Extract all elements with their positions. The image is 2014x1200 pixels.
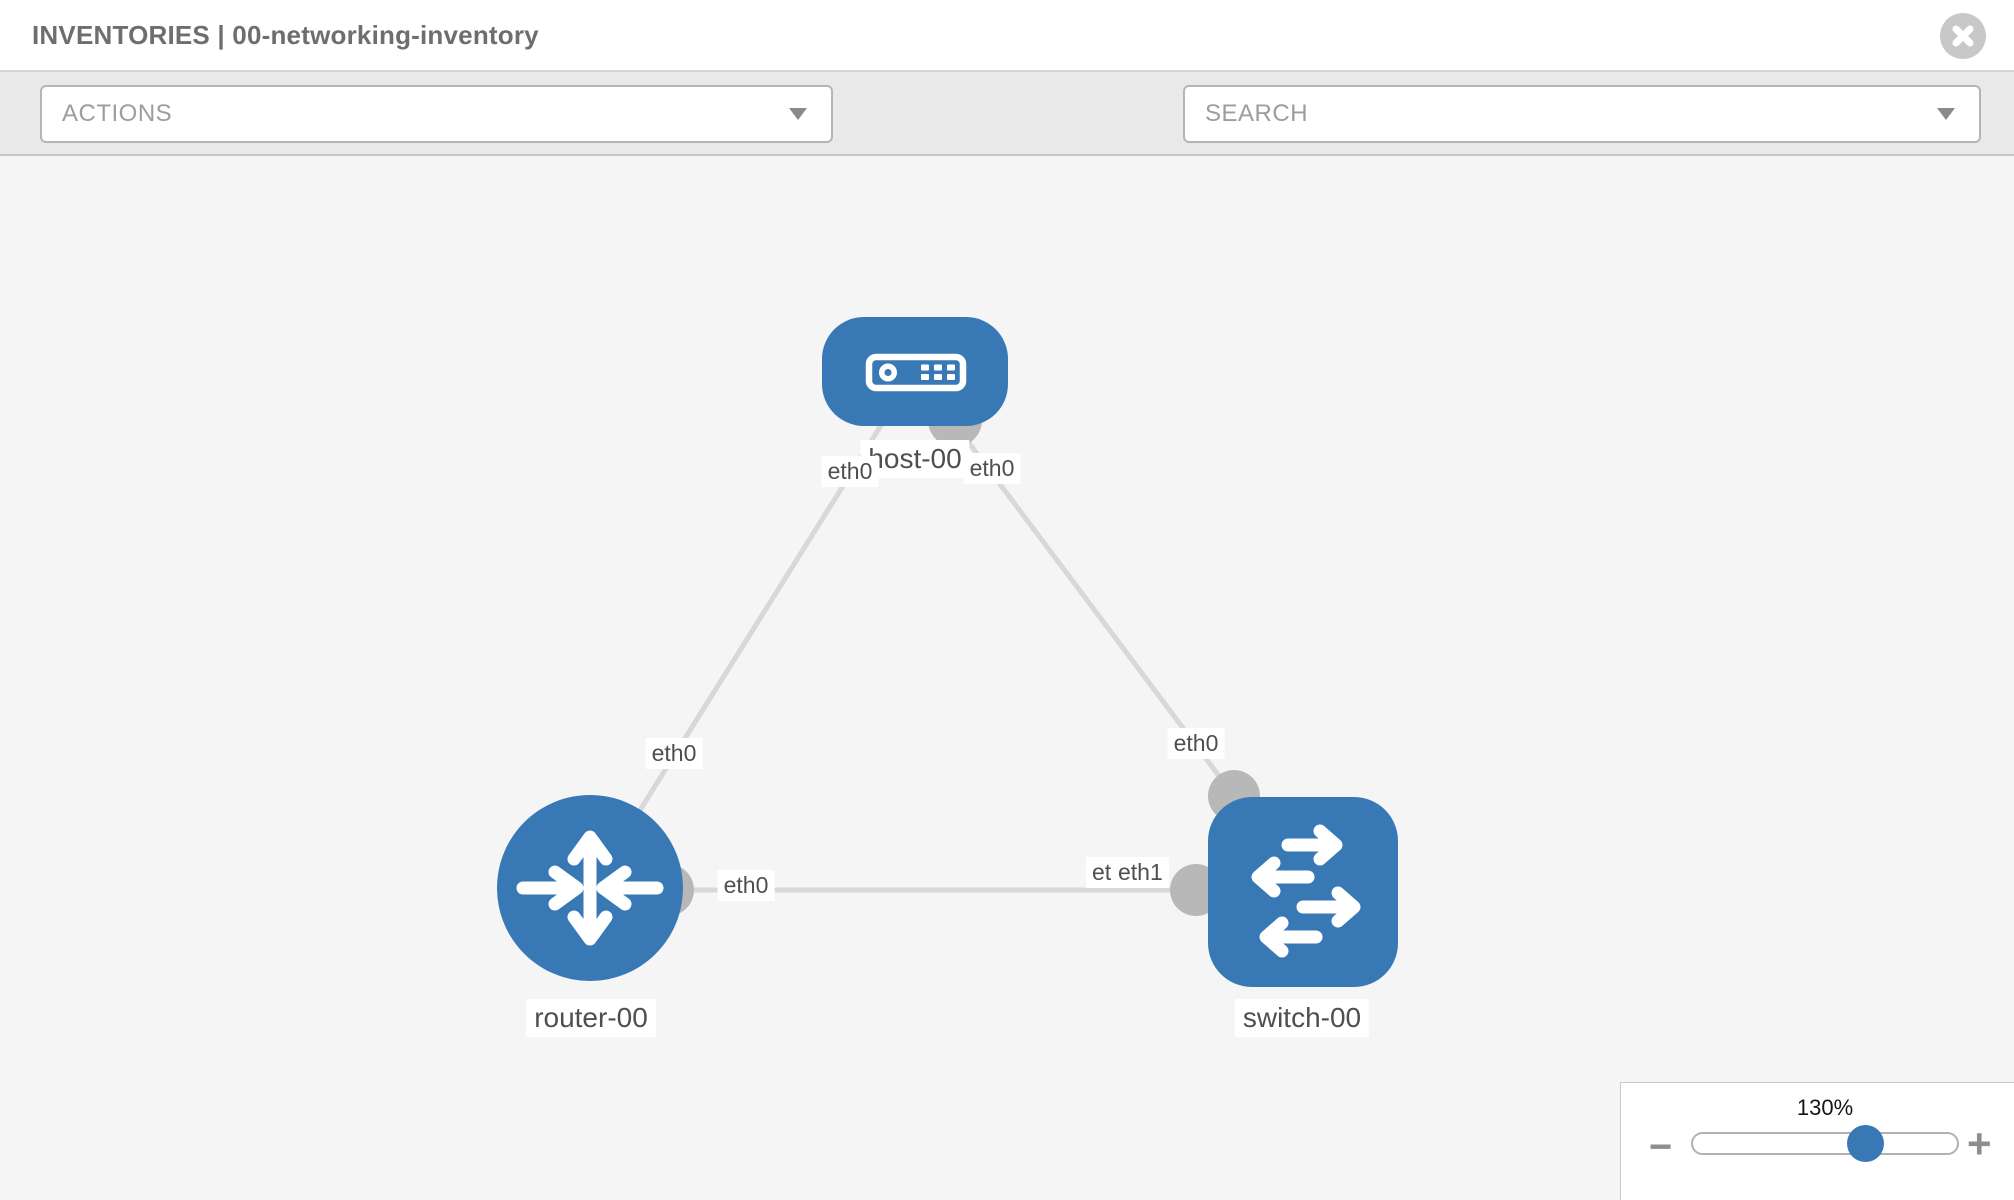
zoom-control-panel: 130% − +	[1620, 1082, 2014, 1200]
zoom-in-button[interactable]: +	[1967, 1120, 1992, 1167]
actions-dropdown-label: ACTIONS	[62, 100, 173, 127]
interface-label: eth0	[963, 453, 1021, 484]
chevron-down-icon	[1937, 108, 1955, 120]
switch-arrows-icon	[1208, 797, 1398, 987]
close-icon	[1951, 24, 1975, 48]
node-label-host: host-00	[860, 440, 970, 478]
interface-label: eth0	[1167, 728, 1225, 759]
actions-dropdown[interactable]: ACTIONS	[40, 85, 833, 143]
close-button[interactable]	[1940, 13, 1986, 59]
node-label-switch: switch-00	[1234, 999, 1370, 1037]
chevron-down-icon	[789, 108, 807, 120]
interface-label: eth0	[821, 456, 879, 487]
zoom-out-button[interactable]: −	[1649, 1125, 1673, 1169]
node-router-00[interactable]	[497, 795, 683, 981]
server-icon	[822, 317, 1008, 426]
search-dropdown[interactable]: SEARCH	[1183, 85, 1981, 143]
toolbar: ACTIONS SEARCH	[0, 72, 2014, 208]
node-host-00[interactable]	[822, 317, 1008, 426]
zoom-level-value: 130%	[1796, 1095, 1854, 1120]
search-dropdown-label: SEARCH	[1205, 100, 1309, 127]
zoom-slider-thumb[interactable]	[1847, 1125, 1884, 1162]
topology-canvas[interactable]: host-00 router-00 switch-00 eth0 eth0 et…	[0, 156, 2014, 1200]
page-header: INVENTORIES | 00-networking-inventory	[0, 0, 2014, 72]
node-label-router: router-00	[526, 999, 656, 1037]
node-switch-00[interactable]	[1208, 797, 1398, 987]
router-arrows-icon	[497, 795, 683, 981]
zoom-slider-track[interactable]	[1691, 1125, 1959, 1162]
interface-label: eth0	[717, 870, 775, 901]
page-title: INVENTORIES | 00-networking-inventory	[32, 20, 539, 50]
topology-links-layer	[587, 369, 1302, 916]
interface-label: eth0	[645, 738, 703, 769]
interface-label: eth1	[1112, 857, 1169, 888]
